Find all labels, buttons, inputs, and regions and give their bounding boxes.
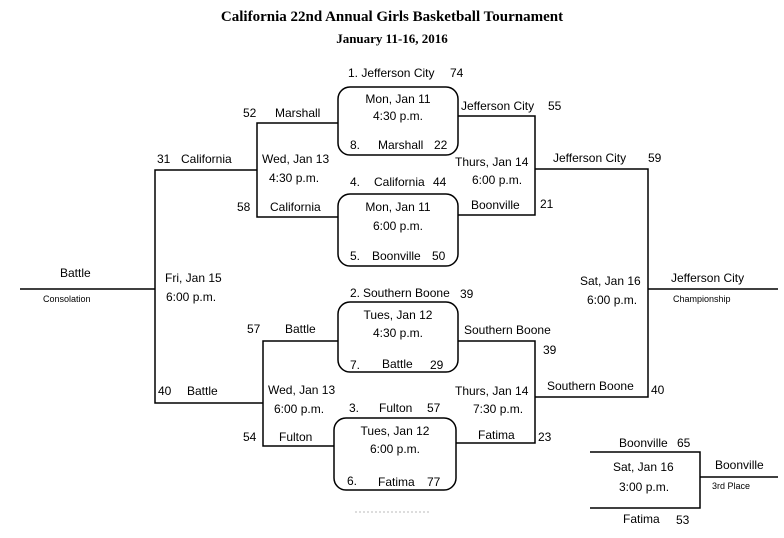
page-title: California 22nd Annual Girls Basketball … [220, 9, 564, 25]
semiR-bot-date: Thurs, Jan 14 [455, 384, 529, 398]
semiL-bot-team: Battle [285, 322, 316, 336]
championship-top-team: Jefferson City [553, 151, 627, 165]
g2-seed2: 7. [350, 358, 361, 372]
semiL-bot-score: 57 [247, 322, 261, 336]
semiL-top-team: Marshall [275, 106, 321, 120]
g3-score2: 77 [427, 475, 441, 489]
g2-time: 4:30 p.m. [372, 326, 424, 340]
championship-bot-score: 40 [651, 383, 665, 397]
g4-score2: 50 [432, 249, 446, 263]
third-date: Sat, Jan 16 [613, 460, 674, 474]
consolation-date: Fri, Jan 15 [165, 271, 222, 285]
g3-date: Tues, Jan 12 [360, 424, 430, 438]
consolation-bot-team: Battle [187, 384, 218, 398]
semiR-top-date: Thurs, Jan 14 [455, 155, 529, 169]
g4-time: 6:00 p.m. [372, 219, 424, 233]
game-box-4-5 [337, 193, 459, 267]
g3-seed1: 3. [349, 401, 360, 415]
consolation-label: Consolation [43, 294, 91, 304]
semiL-bot-team2score: 54 [243, 430, 257, 444]
g1-time: 4:30 p.m. [372, 109, 424, 123]
championship-bot-team: Southern Boone [547, 379, 634, 393]
game-box-1-8 [337, 86, 459, 156]
semiL-bot-time: 6:00 p.m. [274, 402, 325, 416]
g1-team2: Marshall [378, 138, 424, 152]
tournament-dates: January 11-16, 2016 [336, 31, 448, 46]
g2-team2: Battle [382, 357, 413, 371]
championship-time: 6:00 p.m. [587, 293, 638, 307]
semiL-top-date: Wed, Jan 13 [262, 152, 330, 166]
consolation-time: 6:00 p.m. [166, 290, 217, 304]
championship-winner: Jefferson City [671, 271, 745, 285]
g4-score1: 44 [433, 175, 447, 189]
third-top-team: Boonville [619, 436, 668, 450]
g3-team1: Fulton [379, 401, 413, 415]
semiR-bot-team: Southern Boone [464, 323, 551, 337]
semiR-bot-time: 7:30 p.m. [473, 402, 524, 416]
semiL-top-team2: California [270, 200, 321, 214]
g4-seed2: 5. [350, 249, 361, 263]
championship-date: Sat, Jan 16 [580, 274, 641, 288]
third-bot-team: Fatima [623, 512, 660, 526]
g2-score2: 29 [430, 358, 444, 372]
semiL-top-team2score: 58 [237, 200, 251, 214]
g1-score2: 22 [434, 138, 448, 152]
g1-team1: 1. Jefferson City [348, 66, 435, 80]
consolation-winner: Battle [60, 266, 91, 280]
g4-seed1: 4. [350, 175, 361, 189]
championship-top-score: 59 [648, 151, 662, 165]
g4-date: Mon, Jan 11 [365, 200, 431, 214]
g1-seed2: 8. [350, 138, 361, 152]
g4-team1: California [374, 175, 425, 189]
semiR-top-score: 55 [548, 99, 562, 113]
g2-date: Tues, Jan 12 [363, 308, 433, 322]
semiR-top-score2: 21 [540, 197, 554, 211]
third-label: 3rd Place [712, 481, 751, 491]
g3-seed2: 6. [347, 474, 358, 488]
semiL-bot-team2: Fulton [279, 430, 313, 444]
semiR-bot-score2: 23 [538, 430, 552, 444]
semiR-top-team2: Boonville [471, 198, 520, 212]
game-box-2-7 [337, 301, 459, 373]
g2-score1: 39 [460, 287, 474, 301]
g2-seed1: 2. [350, 286, 361, 300]
g3-score1: 57 [427, 401, 441, 415]
semiR-top-team: Jefferson City [461, 99, 535, 113]
game-box-3-6 [333, 417, 457, 491]
semiL-bot-date: Wed, Jan 13 [268, 383, 336, 397]
g4-team2: Boonville [372, 249, 421, 263]
third-time: 3:00 p.m. [619, 480, 670, 494]
third-top-score: 65 [677, 436, 691, 450]
g1-score1: 74 [450, 66, 464, 80]
semiR-top-time: 6:00 p.m. [472, 173, 523, 187]
g2-team1: Southern Boone [363, 286, 450, 300]
semiL-top-score: 52 [243, 106, 257, 120]
third-winner: Boonville [715, 458, 764, 472]
third-bot-score: 53 [676, 513, 690, 527]
semiR-bot-score: 39 [543, 343, 557, 357]
championship-label: Championship [673, 294, 731, 304]
consolation-bot-score: 40 [158, 384, 172, 398]
consolation-top-team: California [181, 152, 232, 166]
semiR-bot-team2: Fatima [478, 428, 515, 442]
g3-time: 6:00 p.m. [369, 442, 421, 456]
g3-team2: Fatima [378, 475, 415, 489]
g1-date: Mon, Jan 11 [365, 92, 431, 106]
consolation-top-score: 31 [157, 152, 171, 166]
semiL-top-time: 4:30 p.m. [269, 171, 320, 185]
